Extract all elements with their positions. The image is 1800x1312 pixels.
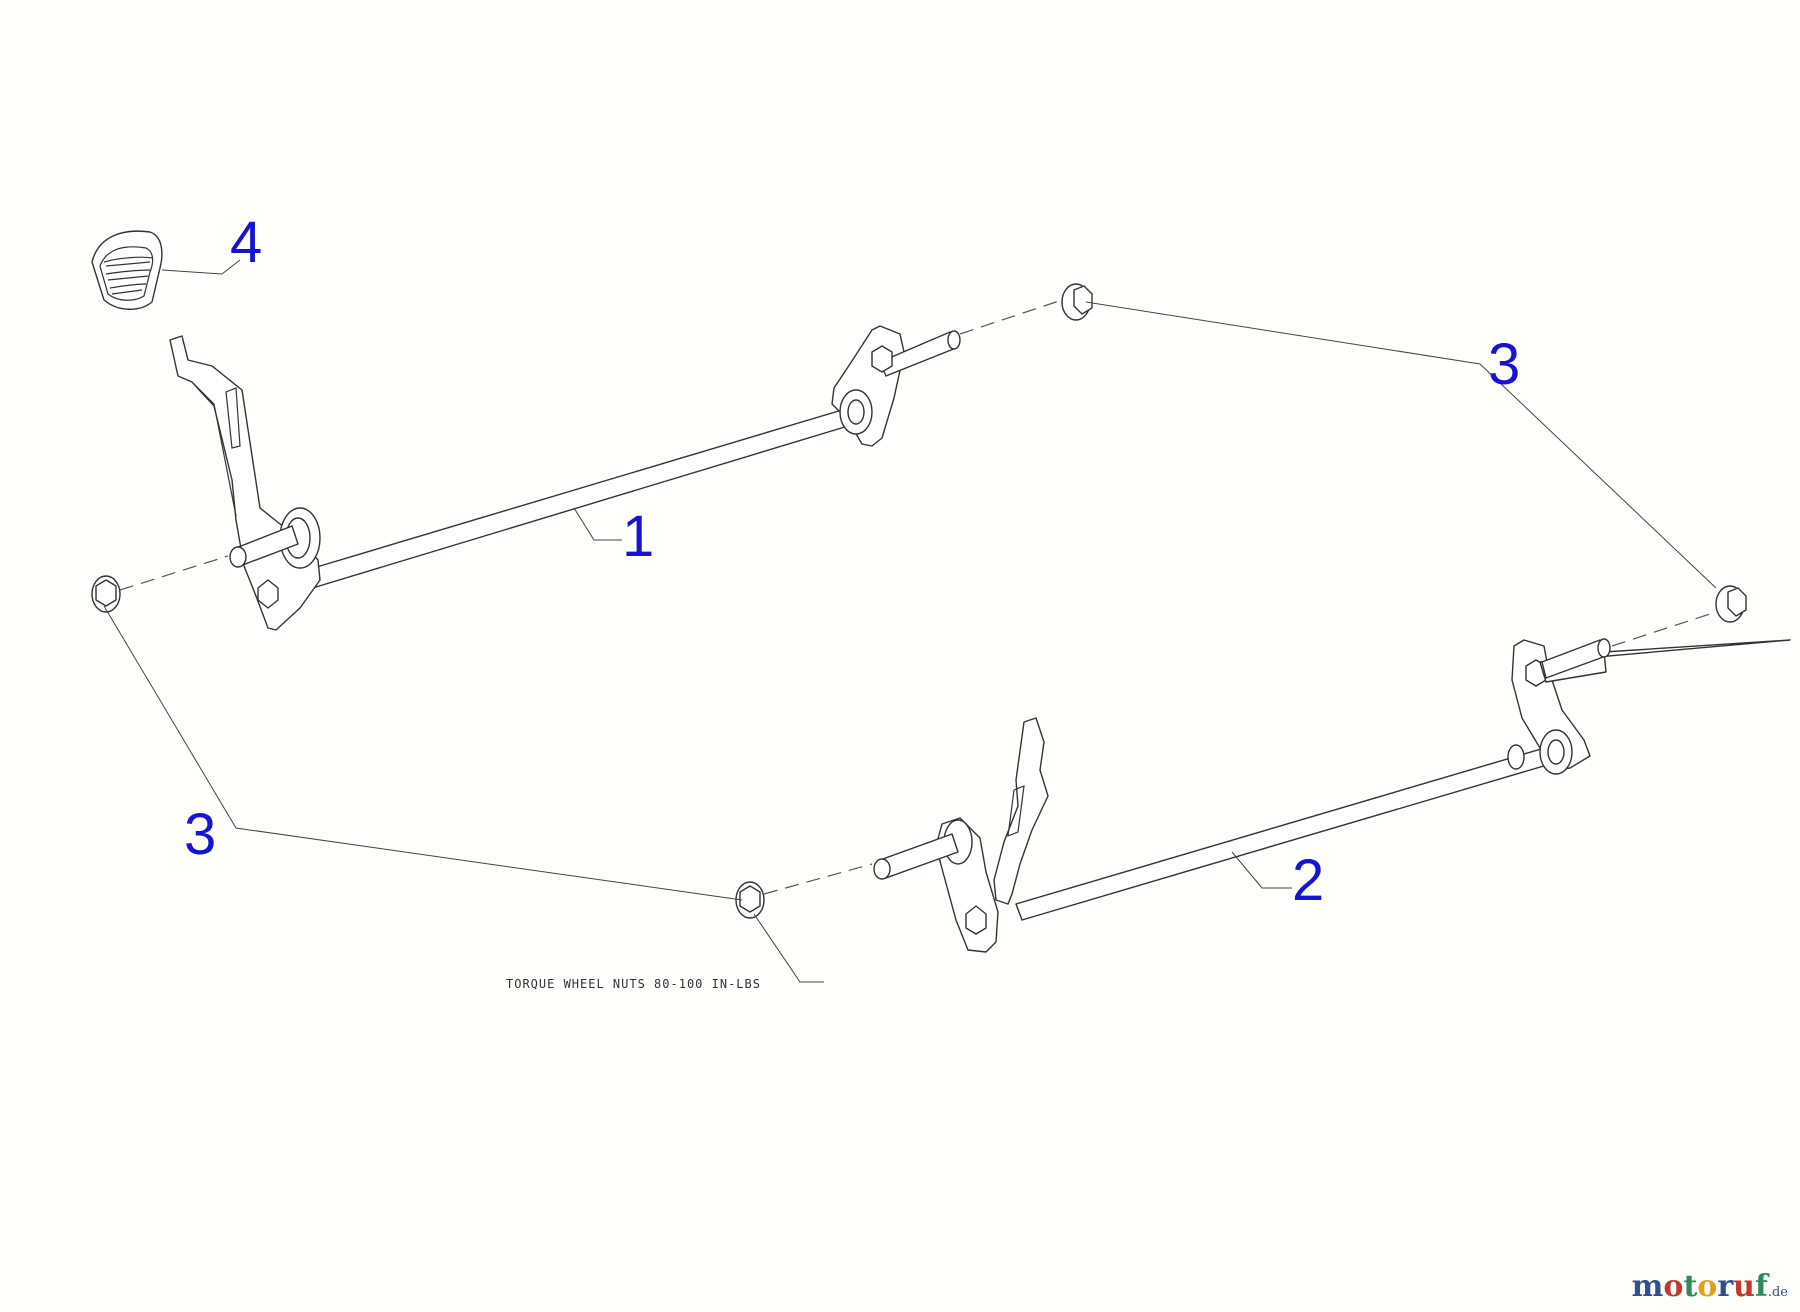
motoruf-watermark: motoruf.de (1632, 1269, 1788, 1304)
front-axle-assembly (169, 325, 961, 631)
rear-axle-assembly (873, 638, 1791, 953)
watermark-tld: .de (1767, 1285, 1788, 1300)
watermark-brand: motoruf (1631, 1269, 1768, 1304)
wheel-nut-right (1715, 585, 1747, 623)
callout-4: 4 (230, 210, 262, 275)
wheel-nut-top-right (1061, 283, 1093, 321)
callout-3-bottom: 3 (184, 802, 216, 867)
callout-3-top: 3 (1488, 332, 1520, 397)
wheel-nut-left (91, 575, 121, 613)
torque-note: TORQUE WHEEL NUTS 80-100 IN-LBS (506, 977, 761, 991)
assembly-centerlines (119, 299, 1717, 895)
cap-part (91, 230, 163, 310)
callout-2: 2 (1292, 848, 1324, 913)
leader-lines (103, 259, 1717, 983)
wheel-nut-bottom (735, 881, 765, 919)
callout-1: 1 (622, 504, 654, 569)
